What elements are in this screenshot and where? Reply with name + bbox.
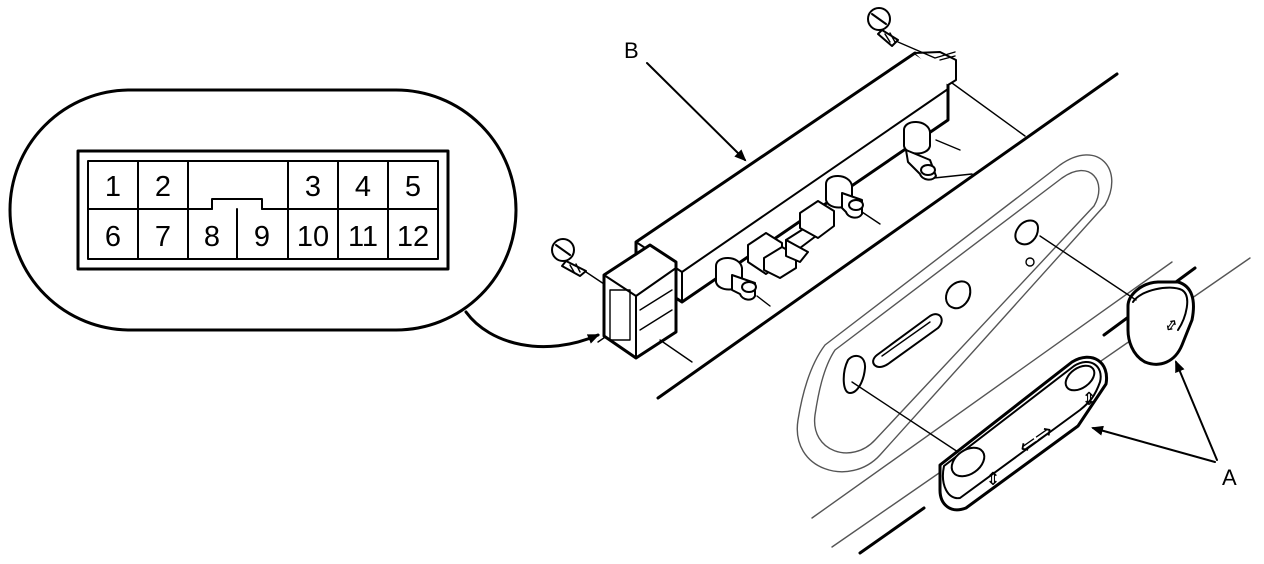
pin-label: 10: [297, 221, 329, 253]
switch-assembly: [602, 51, 1026, 363]
pin-label: 4: [355, 171, 371, 203]
pin-label: 7: [155, 221, 171, 253]
knob-updown-arrow: ⇕: [985, 469, 1000, 490]
switch-post: [715, 257, 757, 301]
switch-cover-panel: [796, 154, 1113, 473]
seat-slide-knob: ⇐⇒ ⇕ ⇕: [851, 355, 1109, 512]
pin-label: 6: [105, 221, 121, 253]
pin-label: 12: [397, 221, 429, 253]
connector-detail: 1 2 3 4 5 6 7 8 9 10 11 12: [8, 88, 518, 332]
pin-label: 3: [305, 171, 321, 203]
rocker-switch: [747, 200, 835, 279]
screw: [867, 7, 956, 59]
callout-a: A: [1091, 360, 1237, 490]
switch-post: [825, 175, 864, 219]
pin-label: 9: [254, 221, 270, 253]
switch-connector-housing: [602, 243, 678, 360]
callout-label-b: B: [624, 38, 639, 63]
pin-label: 8: [204, 221, 220, 253]
pin-label: 1: [105, 171, 121, 203]
pin-label: 2: [155, 171, 171, 203]
pin-label: 5: [405, 171, 421, 203]
detail-pointer-arrow: [464, 310, 600, 348]
callout-label-a: A: [1222, 465, 1237, 490]
screw: [551, 238, 605, 285]
switch-post: [903, 121, 937, 181]
callout-b: B: [624, 38, 747, 162]
knob-updown-arrow: ⇕: [1081, 389, 1096, 410]
pin-label: 11: [348, 221, 378, 253]
seat-recline-knob: ⇕: [1039, 235, 1195, 366]
